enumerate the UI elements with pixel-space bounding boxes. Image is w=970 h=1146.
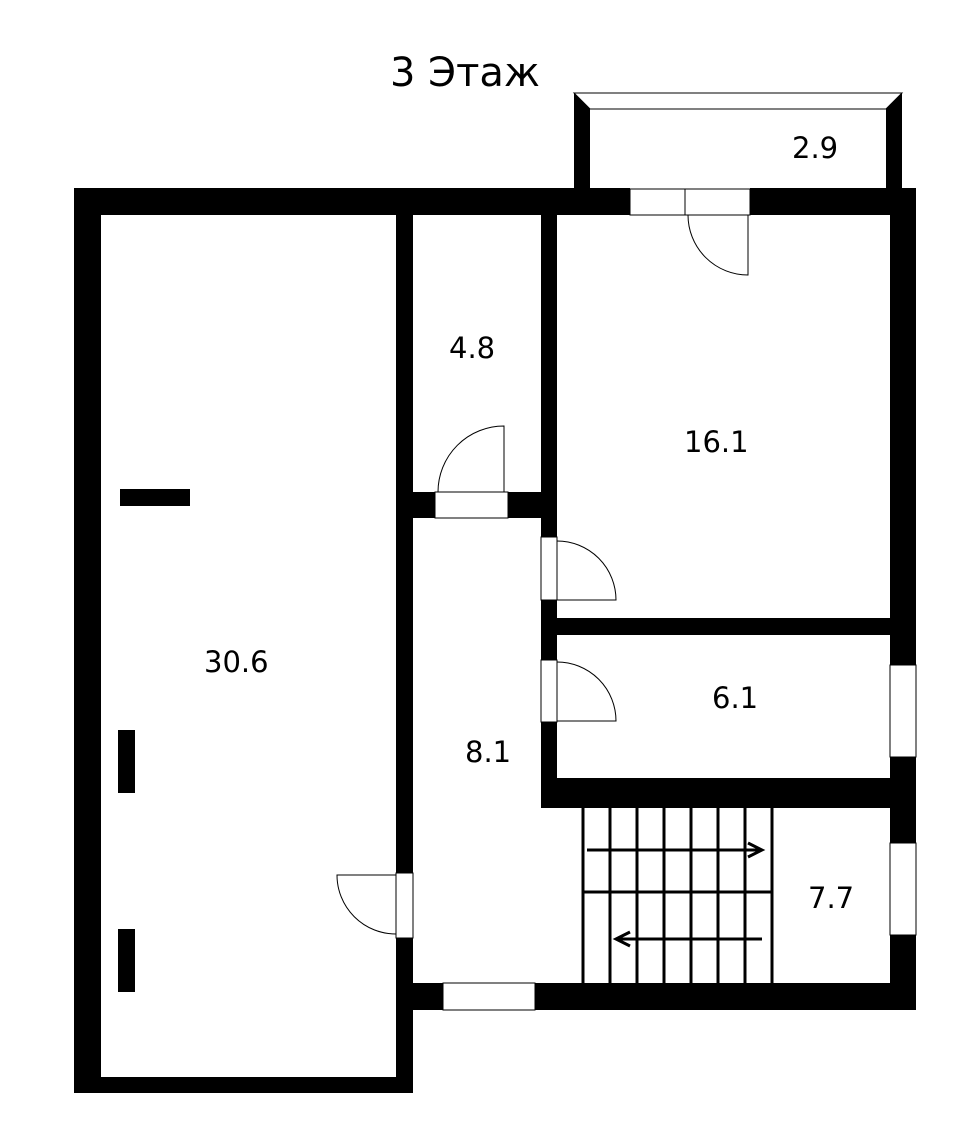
radiator-3 (118, 929, 135, 992)
interior-walls (396, 215, 916, 1093)
room-a-door-opening (540, 536, 558, 601)
room-area-room-c: 6.1 (712, 681, 758, 715)
window-stair-hall (889, 842, 917, 936)
floor-title: 3 Этаж (390, 50, 540, 96)
window-hall (442, 982, 536, 1011)
room-area-room-b: 30.6 (204, 645, 269, 679)
room-area-hall: 8.1 (465, 735, 511, 769)
radiator-1 (120, 489, 190, 506)
room-area-room-a: 16.1 (684, 425, 749, 459)
staircase (581, 808, 774, 983)
room-area-storage: 4.8 (449, 331, 495, 365)
storage-door-opening (434, 491, 509, 519)
window-room-c (889, 664, 917, 758)
room-b-door-opening (395, 872, 414, 939)
balcony (572, 92, 904, 190)
radiator-2 (118, 730, 135, 793)
room-area-stair-hall: 7.7 (808, 881, 854, 915)
openings (395, 188, 917, 1011)
radiators (118, 489, 190, 992)
arrow-right-icon (747, 841, 766, 859)
room-labels: 2.9 4.8 16.1 30.6 6.1 8.1 7.7 (204, 131, 854, 915)
door-swings (336, 214, 749, 935)
balcony-door-opening (629, 188, 751, 216)
arrow-left-icon (612, 930, 631, 948)
room-c-door-opening (540, 659, 558, 723)
exterior-walls (74, 188, 916, 1093)
room-area-balcony: 2.9 (792, 131, 838, 165)
